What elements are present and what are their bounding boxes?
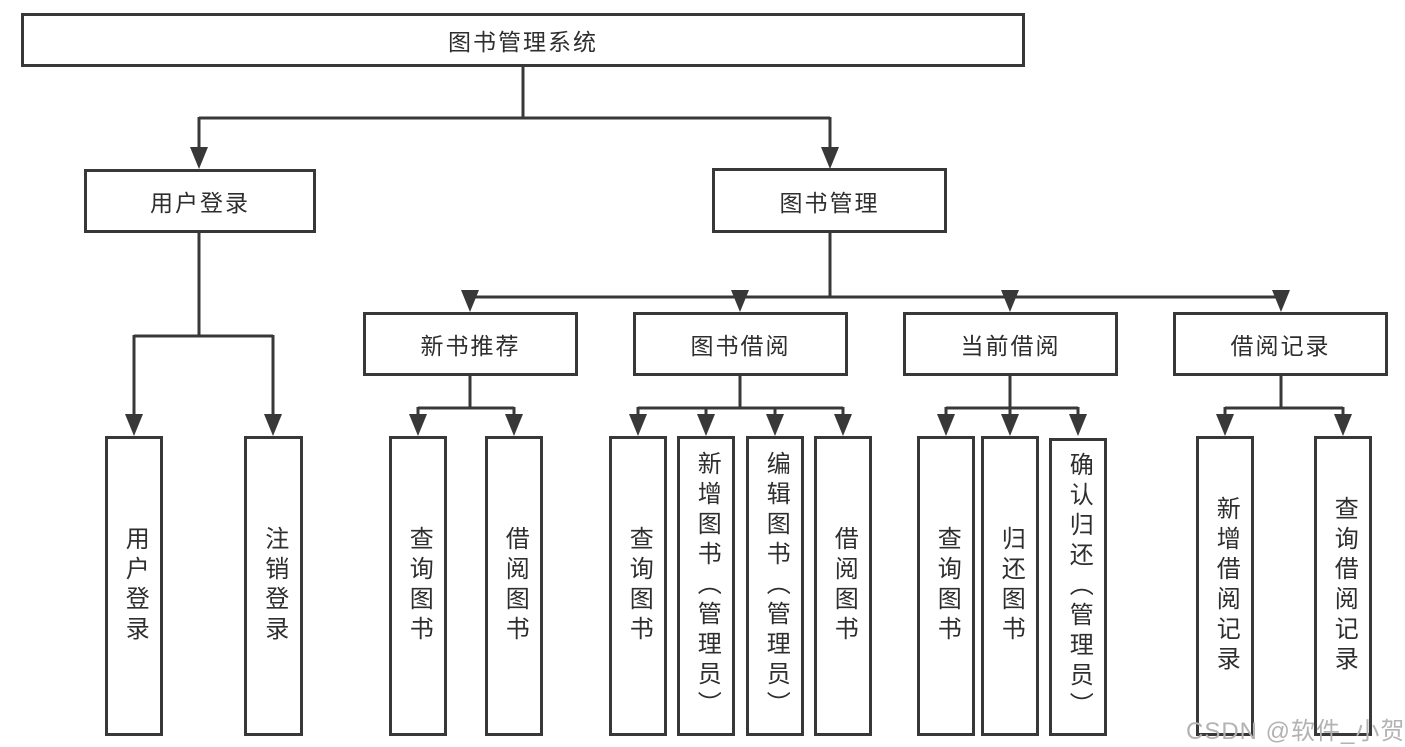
node-root-label: 图书管理系统 xyxy=(448,29,598,55)
node-book-borrowing-label: 图书借阅 xyxy=(690,333,791,359)
node-borrowing-query-books: 查询图书 xyxy=(609,436,667,736)
node-user-login-leaf-label: 用户登录 xyxy=(121,526,149,646)
node-records-add-record: 新增借阅记录 xyxy=(1196,436,1254,736)
node-current-confirm-return: 确认归还（管理员） xyxy=(1049,438,1107,736)
node-borrowing-records: 借阅记录 xyxy=(1173,312,1388,376)
node-borrowing-add-books-label: 新增图书（管理员） xyxy=(693,451,721,721)
node-user-login-branch-label: 用户登录 xyxy=(150,190,250,216)
node-book-management: 图书管理 xyxy=(712,168,947,233)
node-borrowing-add-books: 新增图书（管理员） xyxy=(677,436,735,736)
node-logout-leaf-label: 注销登录 xyxy=(260,526,288,646)
node-user-login-branch: 用户登录 xyxy=(84,169,316,233)
node-new-book-recommend-label: 新书推荐 xyxy=(420,333,521,359)
node-borrowing-records-label: 借阅记录 xyxy=(1230,333,1331,359)
node-current-borrowing-label: 当前借阅 xyxy=(960,333,1061,359)
node-records-add-record-label: 新增借阅记录 xyxy=(1212,496,1240,676)
node-new-book-recommend: 新书推荐 xyxy=(363,312,578,376)
node-recommend-borrow-books-label: 借阅图书 xyxy=(501,526,529,646)
node-recommend-query-books: 查询图书 xyxy=(389,436,447,736)
node-root: 图书管理系统 xyxy=(21,13,1025,67)
node-book-borrowing: 图书借阅 xyxy=(633,312,848,376)
node-logout-leaf: 注销登录 xyxy=(244,436,303,736)
node-user-login-leaf: 用户登录 xyxy=(105,436,163,736)
node-book-management-label: 图书管理 xyxy=(779,189,880,216)
node-current-return-books: 归还图书 xyxy=(981,436,1039,736)
node-borrowing-borrow-books: 借阅图书 xyxy=(814,436,872,736)
node-current-query-books-label: 查询图书 xyxy=(933,526,961,646)
node-records-query-record-label: 查询借阅记录 xyxy=(1330,496,1358,676)
node-borrowing-query-books-label: 查询图书 xyxy=(625,526,653,646)
node-current-query-books: 查询图书 xyxy=(917,436,975,736)
node-borrowing-edit-books-label: 编辑图书（管理员） xyxy=(762,451,790,721)
node-borrowing-edit-books: 编辑图书（管理员） xyxy=(746,436,804,736)
node-current-return-books-label: 归还图书 xyxy=(997,526,1025,646)
node-recommend-borrow-books: 借阅图书 xyxy=(485,436,543,736)
node-records-query-record: 查询借阅记录 xyxy=(1314,436,1372,736)
node-current-confirm-return-label: 确认归还（管理员） xyxy=(1065,452,1093,722)
node-borrowing-borrow-books-label: 借阅图书 xyxy=(830,526,858,646)
node-recommend-query-books-label: 查询图书 xyxy=(405,526,433,646)
node-current-borrowing: 当前借阅 xyxy=(903,312,1118,376)
